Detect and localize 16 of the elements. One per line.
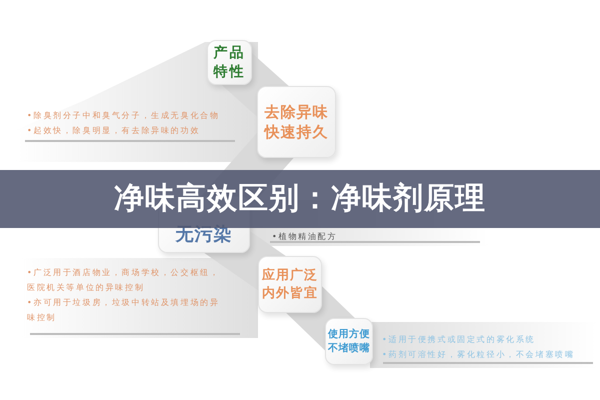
- feature-box: [207, 40, 252, 85]
- bullet-text: •药剂可溶性好，雾化粒径小，不会堵塞喷嘴: [382, 349, 575, 361]
- feature-title: 产品特性: [212, 44, 246, 82]
- feature-box: [258, 256, 322, 313]
- feature-title: 使用方便不堵喷嘴: [326, 328, 371, 355]
- feature-box: [325, 318, 373, 365]
- feature-box: [257, 86, 336, 158]
- feature-title: 应用广泛内外皆宜: [260, 266, 319, 302]
- bullet-text: •适用于便携式或固定式的雾化系统: [382, 334, 536, 346]
- feature-title: 去除异味快速持久: [262, 102, 330, 142]
- title-banner: 净味高效区别：净味剂原理: [0, 170, 600, 228]
- bullet-text: •广泛用于酒店物业，商场学校，公交枢纽，医院机关等单位的异味控制: [27, 267, 221, 294]
- bullet-text: •亦可用于垃圾房，垃圾中转站及填埋场的异味控制: [27, 297, 221, 324]
- bullet-text: •植物精油配方: [272, 231, 338, 243]
- bullet-text: •除臭剂分子中和臭气分子，生成无臭化合物: [27, 110, 220, 122]
- bullet-text: •起效快，除臭明显，有去除异味的功效: [27, 125, 200, 137]
